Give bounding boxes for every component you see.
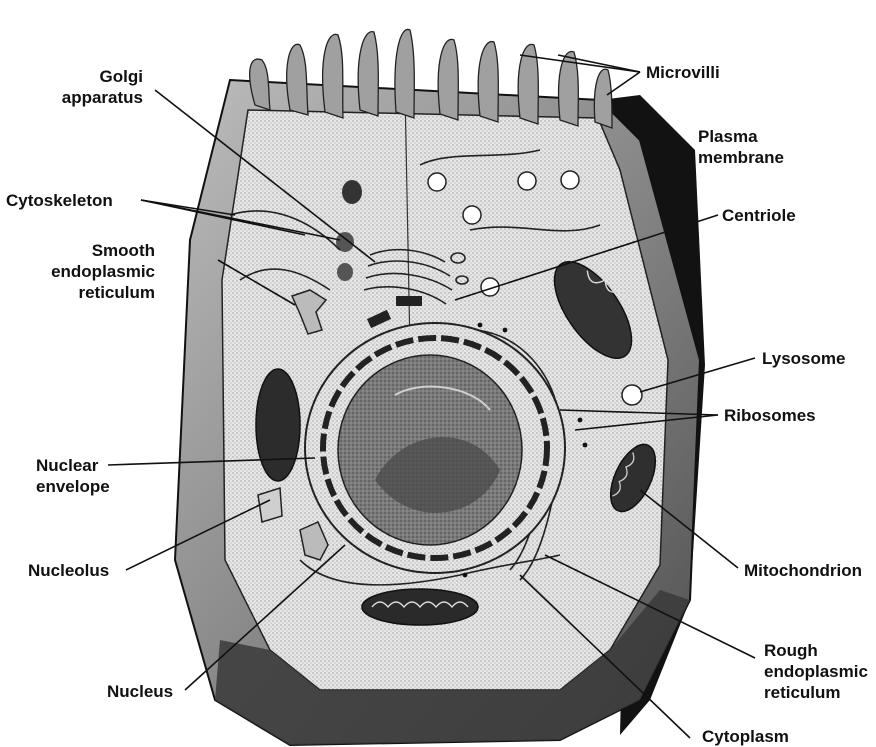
label-golgi-line1: Golgi (100, 67, 143, 86)
label-centriole: Centriole (722, 206, 796, 225)
label-ribosomes: Ribosomes (724, 406, 816, 425)
label-cytoplasm: Cytoplasm (702, 727, 789, 746)
label-nucleolus: Nucleolus (28, 561, 109, 580)
label-smooth-er-line1: Smooth (92, 241, 155, 260)
label-nucleus: Nucleus (107, 682, 173, 701)
label-rough-er-line2: endoplasmic (764, 662, 868, 681)
label-smooth-er-line3: reticulum (78, 283, 155, 302)
label-smooth-er-line2: endoplasmic (51, 262, 155, 281)
label-plasma-line1: Plasma (698, 127, 758, 146)
lysosome (622, 385, 642, 405)
label-rough-er-line3: reticulum (764, 683, 841, 702)
label-microvilli: Microvilli (646, 63, 720, 82)
label-golgi-line2: apparatus (62, 88, 143, 107)
label-mitochondrion: Mitochondrion (744, 561, 862, 580)
label-nuclear-env-line2: envelope (36, 477, 110, 496)
label-plasma-line2: membrane (698, 148, 784, 167)
label-rough-er-line1: Rough (764, 641, 818, 660)
label-lysosome: Lysosome (762, 349, 845, 368)
nucleus-organelle (305, 323, 565, 573)
label-nuclear-env-line1: Nuclear (36, 456, 99, 475)
label-cytoskeleton: Cytoskeleton (6, 191, 113, 210)
